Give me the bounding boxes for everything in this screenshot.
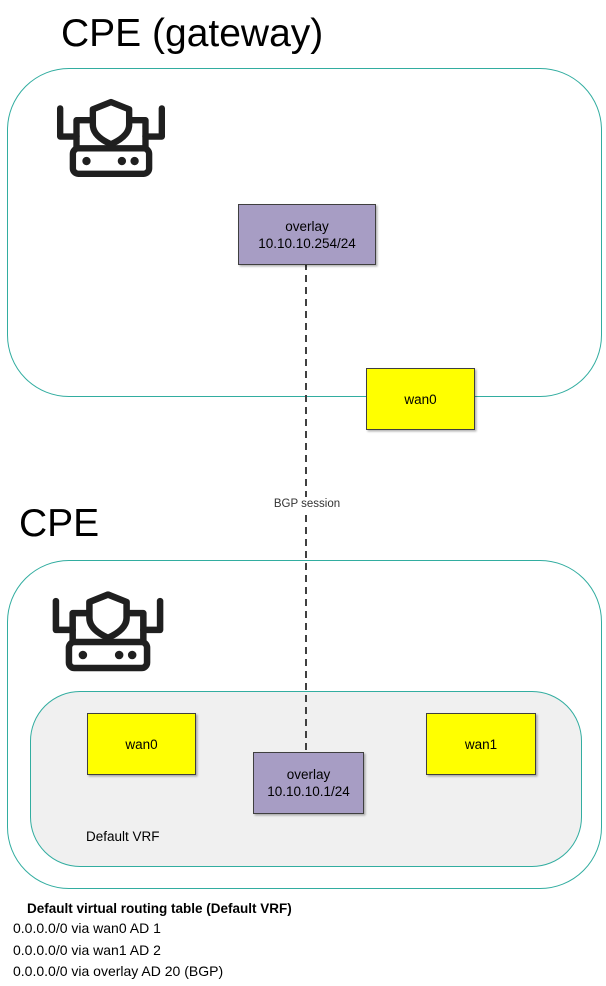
default-vrf-label: Default VRF xyxy=(86,829,160,844)
routing-table-routes: 0.0.0.0/0 via wan0 AD 1 0.0.0.0/0 via wa… xyxy=(13,918,223,983)
cpe-router-icon xyxy=(47,589,169,682)
wan1-node-cpe-label: wan1 xyxy=(464,736,498,752)
route-line: 0.0.0.0/0 via wan0 AD 1 xyxy=(13,920,161,936)
bgp-session-label: BGP session xyxy=(269,497,345,511)
gateway-router-icon xyxy=(52,96,170,188)
wan1-node-cpe: wan1 xyxy=(426,713,536,775)
route-line: 0.0.0.0/0 via overlay AD 20 (BGP) xyxy=(13,963,224,979)
routing-table-title: Default virtual routing table (Default V… xyxy=(27,901,292,916)
cpe-title: CPE xyxy=(19,502,100,545)
wan0-node-gateway-label: wan0 xyxy=(404,391,437,407)
gateway-title: CPE (gateway) xyxy=(61,12,324,55)
wan0-node-cpe: wan0 xyxy=(87,713,196,775)
overlay-node-cpe-name: overlay xyxy=(286,767,331,782)
overlay-node-cpe: overlay 10.10.10.1/24 xyxy=(253,752,364,814)
overlay-node-gateway: overlay 10.10.10.254/24 xyxy=(238,204,376,265)
route-line: 0.0.0.0/0 via wan1 AD 2 xyxy=(13,941,161,958)
wan0-node-cpe-label: wan0 xyxy=(125,736,158,752)
overlay-node-gateway-address: 10.10.10.254/24 xyxy=(258,235,356,251)
overlay-node-gateway-name: overlay xyxy=(285,218,329,234)
wan0-node-gateway: wan0 xyxy=(366,368,475,430)
overlay-node-cpe-address: 10.10.10.1/24 xyxy=(267,784,350,799)
